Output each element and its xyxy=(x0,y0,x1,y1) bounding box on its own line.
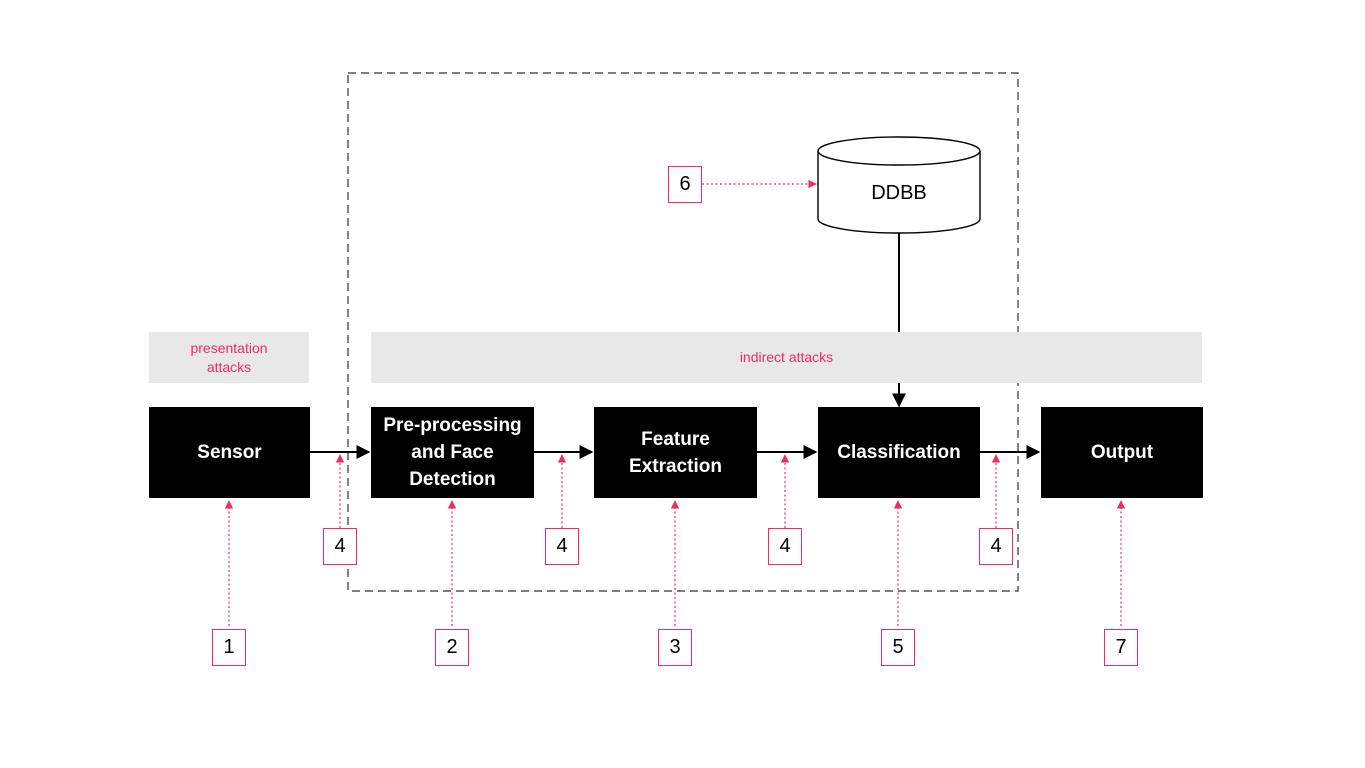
attack-point-4-features-channel: 4 xyxy=(768,528,802,565)
attack-point-1: 1 xyxy=(212,629,246,666)
database-cylinder xyxy=(817,136,981,234)
preprocessing-block: Pre-processing and Face Detection xyxy=(371,407,534,498)
output-block: Output xyxy=(1041,407,1203,498)
attack-point-2: 2 xyxy=(435,629,469,666)
sensor-block: Sensor xyxy=(149,407,310,498)
attack-point-7: 7 xyxy=(1104,629,1138,666)
indirect-attacks-band: indirect attacks xyxy=(371,332,1202,383)
attack-point-5: 5 xyxy=(881,629,915,666)
classification-block: Classification xyxy=(818,407,980,498)
feature-extraction-block: Feature Extraction xyxy=(594,407,757,498)
attack-point-3: 3 xyxy=(658,629,692,666)
attack-point-4-output-channel: 4 xyxy=(979,528,1013,565)
attack-point-4-preprocessing-channel: 4 xyxy=(545,528,579,565)
attack-point-6: 6 xyxy=(668,166,702,203)
attack-point-4-sensor-channel: 4 xyxy=(323,528,357,565)
presentation-attacks-band: presentation attacks xyxy=(149,332,309,383)
database-label: DDBB xyxy=(871,181,927,204)
